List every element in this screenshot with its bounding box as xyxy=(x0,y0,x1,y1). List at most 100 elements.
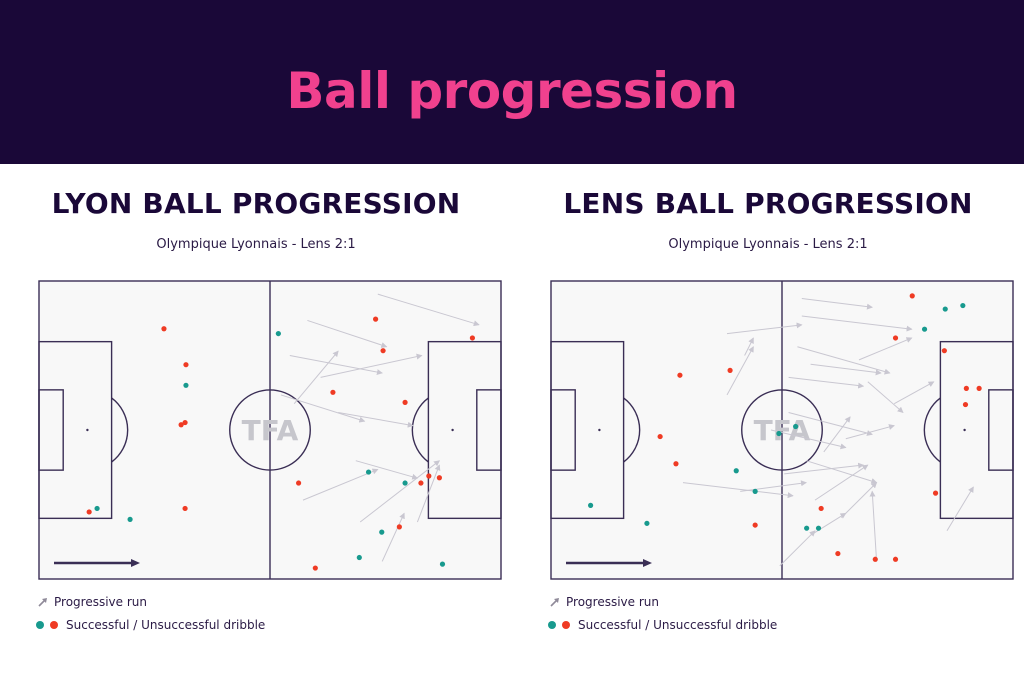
pitch-lines xyxy=(38,280,502,580)
lens-panel: LENS BALL PROGRESSION Olympique Lyonnais… xyxy=(512,164,1024,683)
unsuccessful-dribble xyxy=(402,399,408,405)
pitch-chart: TFA xyxy=(550,280,1014,580)
progressive-run xyxy=(302,468,379,501)
successful-dribble xyxy=(402,480,408,486)
right-six-yard-box xyxy=(988,389,1014,471)
progressive-run xyxy=(867,381,904,413)
unsuccessful-dribble xyxy=(86,509,92,515)
unsuccessful-dribble xyxy=(296,480,302,486)
unsuccessful-dribble xyxy=(330,389,336,395)
unsuccessful-dribble xyxy=(380,348,386,354)
unsuccessful-dribble xyxy=(178,422,184,428)
progressive-run xyxy=(280,394,366,423)
progressive-run xyxy=(841,482,878,519)
left-penalty-spot xyxy=(86,428,89,432)
progressive-run xyxy=(726,322,803,335)
unsuccessful-dribble xyxy=(835,550,841,557)
progressive-run xyxy=(355,460,419,480)
right-penalty-arc xyxy=(411,397,429,463)
successful-dribble xyxy=(804,525,810,531)
unsuccessful-dribble xyxy=(673,461,679,467)
successful-dot-icon xyxy=(36,621,44,629)
right-six-yard-box xyxy=(476,389,502,471)
legend-dribble: Successful / Unsuccessful dribble xyxy=(548,617,777,633)
progressive-run xyxy=(779,530,816,567)
successful-dot-icon xyxy=(548,621,556,629)
progressive-run xyxy=(797,346,891,375)
unsuccessful-dribble xyxy=(161,326,167,332)
unsuccessful-dot-icon xyxy=(562,621,570,629)
unsuccessful-dribble xyxy=(426,473,432,479)
attack-direction-arrowhead xyxy=(131,559,140,567)
unsuccessful-dribble xyxy=(396,524,402,530)
unsuccessful-dribble xyxy=(183,362,189,368)
left-six-yard-box xyxy=(38,389,64,471)
unsuccessful-dribble xyxy=(963,385,969,391)
legend-dribble-label: Successful / Unsuccessful dribble xyxy=(578,618,778,632)
progressive-run xyxy=(289,355,383,375)
successful-dribble xyxy=(960,302,966,309)
legend-run: Progressive run xyxy=(36,594,147,610)
unsuccessful-dribble xyxy=(182,505,188,512)
unsuccessful-dribble xyxy=(312,565,318,571)
legend-run: Progressive run xyxy=(548,594,659,610)
successful-dribble xyxy=(733,468,739,474)
unsuccessful-dribble xyxy=(909,293,915,299)
page-title: Ball progression xyxy=(286,62,738,120)
left-penalty-spot xyxy=(598,428,601,432)
unsuccessful-dribble xyxy=(469,335,475,341)
unsuccessful-dribble xyxy=(418,480,424,486)
unsuccessful-dribble xyxy=(932,490,939,496)
chart-title: LYON BALL PROGRESSION xyxy=(51,187,461,220)
successful-dribble xyxy=(921,326,928,332)
unsuccessful-dribble xyxy=(818,505,824,512)
successful-dribble xyxy=(365,469,372,475)
successful-dribble xyxy=(275,330,281,337)
successful-dribble xyxy=(815,525,822,531)
unsuccessful-dribble xyxy=(727,367,733,373)
run-arrow-icon xyxy=(550,598,559,607)
chart-subtitle: Olympique Lyonnais - Lens 2:1 xyxy=(668,237,868,252)
successful-dribble xyxy=(183,382,189,388)
attack-direction-arrowhead xyxy=(643,559,652,567)
left-six-yard-box xyxy=(550,389,576,471)
progressive-run xyxy=(946,486,974,532)
successful-dribble xyxy=(942,306,948,312)
chart-subtitle: Olympique Lyonnais - Lens 2:1 xyxy=(156,237,356,252)
progressive-run xyxy=(893,381,935,405)
progressive-run xyxy=(869,490,878,562)
chart-title: LENS BALL PROGRESSION xyxy=(563,187,973,220)
progressive-run xyxy=(845,424,895,440)
progressive-run xyxy=(788,376,865,389)
unsuccessful-dribble xyxy=(892,556,899,562)
progressive-run xyxy=(806,460,878,484)
progressive-run xyxy=(770,429,847,450)
successful-dribble xyxy=(127,516,133,522)
successful-dribble xyxy=(439,561,446,567)
successful-dribble xyxy=(356,554,362,561)
progressive-run xyxy=(359,460,440,523)
progressive-run xyxy=(801,298,873,310)
pitch-chart: TFA xyxy=(38,280,502,580)
progressive-run xyxy=(740,480,807,492)
unsuccessful-dribble xyxy=(941,348,947,354)
progressive-run xyxy=(823,416,851,453)
legend-run-label: Progressive run xyxy=(566,595,659,609)
successful-dribble xyxy=(752,488,758,494)
lyon-panel: LYON BALL PROGRESSION Olympique Lyonnais… xyxy=(0,164,512,683)
progressive-run xyxy=(858,337,913,361)
unsuccessful-dribble xyxy=(182,419,188,426)
progressive-run xyxy=(682,482,794,499)
watermark-logo: TFA xyxy=(754,414,811,447)
header-banner: Ball progression xyxy=(0,0,1024,164)
progressive-run xyxy=(293,350,339,405)
progressive-run xyxy=(320,353,423,378)
progressive-run xyxy=(814,464,869,501)
unsuccessful-dribble xyxy=(373,316,379,322)
unsuccessful-dribble xyxy=(962,401,969,408)
right-penalty-spot xyxy=(963,428,966,432)
unsuccessful-dribble xyxy=(657,433,663,440)
legend-dribble: Successful / Unsuccessful dribble xyxy=(36,617,265,633)
successful-dribble xyxy=(644,520,650,526)
unsuccessful-dot-icon xyxy=(50,621,58,629)
